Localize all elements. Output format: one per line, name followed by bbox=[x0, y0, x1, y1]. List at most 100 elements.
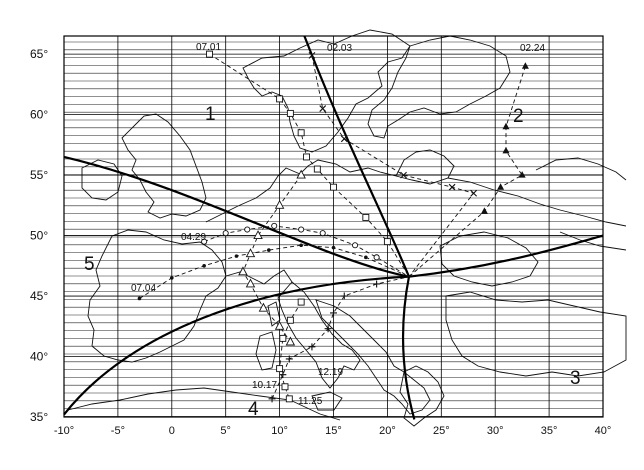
date-label-0203: 02.03 bbox=[327, 43, 352, 54]
longitude-label: 10° bbox=[271, 425, 288, 437]
open-circle-marker bbox=[244, 226, 251, 233]
square-marker bbox=[303, 153, 310, 161]
open-triangle-marker bbox=[296, 169, 306, 179]
track-date-labels: 07.01 02.03 02.24 04.29 07.04 12.19 10.1… bbox=[131, 42, 545, 407]
longitude-label: 15° bbox=[325, 425, 342, 437]
longitude-label: -5° bbox=[111, 425, 125, 437]
latitude-label: 40° bbox=[30, 350, 48, 364]
open-circle-marker bbox=[352, 242, 359, 249]
filled-triangle-marker bbox=[502, 122, 510, 130]
open-circle-marker bbox=[298, 226, 305, 233]
filled-dot-marker bbox=[267, 248, 271, 252]
x-marker bbox=[308, 51, 316, 59]
france-south-coast bbox=[225, 269, 293, 285]
x-marker bbox=[319, 105, 327, 112]
date-label-0704: 07.04 bbox=[131, 283, 156, 294]
boundary-zone-1-2 bbox=[303, 35, 410, 278]
open-circle-marker bbox=[271, 222, 278, 229]
square-marker bbox=[330, 183, 337, 191]
filled-dot-marker bbox=[234, 254, 239, 258]
zone-boundaries bbox=[63, 35, 604, 420]
open-circle-marker bbox=[222, 230, 229, 237]
track-plus bbox=[271, 276, 410, 400]
plus-marker bbox=[340, 292, 348, 300]
open-circle-marker bbox=[201, 238, 208, 245]
date-label-1219: 12.19 bbox=[318, 367, 343, 378]
plus-marker bbox=[268, 395, 276, 403]
latitude-label: 60° bbox=[30, 108, 48, 122]
filled-dot-marker bbox=[170, 276, 174, 280]
latitude-labels: 35°40°45°50°55°60°65° bbox=[30, 47, 48, 424]
zone-label-2: 2 bbox=[513, 106, 524, 127]
boundary-zone-4-5 bbox=[63, 275, 410, 416]
zone-label-4: 4 bbox=[248, 399, 259, 420]
finland-coast bbox=[367, 35, 511, 139]
boundary-zone-1-5 bbox=[63, 155, 410, 278]
latitude-label: 45° bbox=[30, 289, 48, 303]
date-label-1125: 11.25 bbox=[298, 396, 323, 407]
zone-label-1: 1 bbox=[205, 104, 216, 125]
open-triangle-marker bbox=[245, 278, 256, 288]
square-marker bbox=[276, 95, 284, 103]
track-square bbox=[209, 53, 410, 277]
longitude-label: 35° bbox=[541, 425, 558, 437]
x-marker bbox=[470, 189, 478, 197]
continent-north-coast bbox=[205, 159, 627, 227]
filled-triangle-marker bbox=[497, 183, 505, 190]
x-marker bbox=[448, 183, 456, 191]
square-marker bbox=[362, 213, 370, 221]
sardinia-coast bbox=[255, 331, 277, 371]
longitude-label: 40° bbox=[595, 425, 612, 437]
open-triangle-marker bbox=[258, 302, 269, 312]
date-label-0429: 04.29 bbox=[181, 232, 206, 243]
square-marker bbox=[286, 316, 294, 324]
black-sea-coast bbox=[439, 231, 539, 287]
plus-marker bbox=[279, 371, 287, 379]
corsica-coast bbox=[267, 301, 281, 327]
longitude-label: 30° bbox=[487, 425, 504, 437]
longitude-label: -10° bbox=[54, 425, 74, 437]
square-marker bbox=[297, 129, 305, 137]
filled-triangle-marker bbox=[502, 146, 510, 154]
x-marker bbox=[340, 135, 348, 143]
plus-marker bbox=[330, 309, 337, 317]
filled-dot-marker bbox=[137, 296, 142, 301]
latitude-label: 50° bbox=[30, 229, 48, 243]
square-marker bbox=[279, 334, 287, 342]
filled-triangle-marker bbox=[480, 207, 488, 214]
open-triangle-marker bbox=[245, 248, 256, 258]
filled-dot-marker bbox=[331, 245, 336, 250]
filled-dot-marker bbox=[202, 264, 206, 268]
latitude-label: 55° bbox=[30, 168, 48, 182]
zone-label-5: 5 bbox=[84, 254, 95, 275]
square-marker bbox=[276, 365, 284, 373]
square-marker bbox=[383, 238, 391, 246]
zone-number-labels: 1 2 3 4 5 bbox=[84, 104, 581, 420]
square-marker bbox=[285, 395, 293, 403]
open-circle-marker bbox=[319, 230, 326, 237]
north-africa-coast bbox=[67, 387, 341, 421]
italy-coast bbox=[277, 281, 361, 389]
x-marker bbox=[400, 171, 407, 179]
open-circle-marker bbox=[373, 254, 380, 261]
date-label-1017: 10.17 bbox=[252, 380, 277, 391]
track-filled-triangle bbox=[408, 66, 526, 278]
longitude-label: 5° bbox=[220, 425, 231, 437]
iberia-coast bbox=[87, 229, 227, 363]
grid-layer bbox=[63, 35, 604, 418]
longitude-label: 25° bbox=[433, 425, 450, 437]
caspian-region-coast bbox=[535, 157, 627, 251]
open-triangle-marker bbox=[274, 320, 285, 330]
filled-triangle-marker bbox=[521, 62, 529, 69]
sicily-coast bbox=[311, 391, 343, 411]
filled-triangle-marker bbox=[518, 171, 526, 178]
adriatic-balkan-coast bbox=[315, 299, 431, 415]
greece-peninsula bbox=[399, 365, 445, 427]
plus-marker bbox=[324, 325, 332, 333]
square-marker bbox=[281, 383, 289, 391]
zone-label-3: 3 bbox=[570, 368, 581, 389]
square-marker bbox=[286, 109, 294, 117]
open-triangle-marker bbox=[238, 266, 248, 276]
boundary-zone-3-4 bbox=[401, 276, 416, 420]
